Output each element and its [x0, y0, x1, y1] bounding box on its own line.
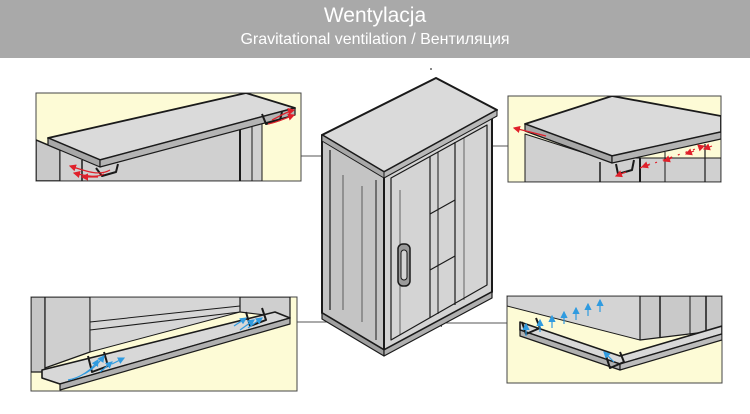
page-title: Wentylacja	[323, 4, 427, 27]
inflow-arrows-blue	[67, 317, 263, 381]
detail-bottom-right	[506, 295, 723, 384]
outflow-arrows-red	[68, 107, 296, 181]
detail-top-right	[507, 95, 722, 183]
page-subtitle: Gravitational ventilation / Вентиляция	[240, 31, 510, 48]
stray-dot	[430, 68, 432, 70]
title-banner: Wentylacja Gravitational ventilation / В…	[0, 0, 750, 58]
detail-top-left	[35, 92, 302, 182]
detail-bottom-left	[30, 296, 298, 392]
outflow-arrows-red	[512, 125, 713, 178]
inflow-arrows-blue	[522, 298, 615, 363]
cabinet-illustration	[321, 77, 498, 357]
